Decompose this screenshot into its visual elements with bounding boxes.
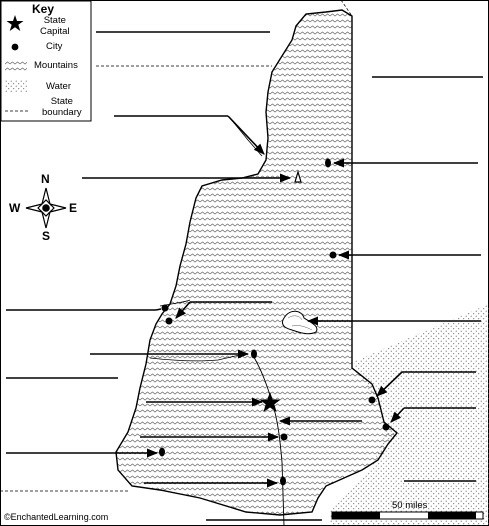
- key-label-mountains: Mountains: [34, 60, 78, 71]
- city-dot: [382, 423, 390, 431]
- label-lines: [6, 31, 483, 521]
- water-pattern-icon: [5, 80, 27, 92]
- pointer-arrow: [227, 115, 265, 155]
- lake-ripple: [287, 315, 313, 331]
- pointer-arrow: [390, 407, 405, 423]
- scale-bar: [331, 511, 484, 520]
- dot-icon: [11, 43, 19, 51]
- state-boundary-northeast: [340, 0, 353, 17]
- pointer-arrow: [155, 308, 162, 311]
- city-dot: [325, 158, 331, 168]
- scale-label: 50 miles: [392, 500, 428, 511]
- key-label-water: Water: [46, 81, 71, 92]
- key-label-state-capital: State Capital: [40, 15, 70, 37]
- ocean-region: [330, 304, 489, 526]
- credit-text: ©EnchantedLearning.com: [4, 512, 109, 522]
- city-dot: [280, 476, 286, 486]
- state-outline: [115, 9, 398, 516]
- river-west: [149, 353, 245, 362]
- map-key: [0, 0, 92, 122]
- pointer-arrow: [376, 371, 403, 397]
- compass-west: W: [9, 201, 21, 215]
- city-dot: [368, 396, 376, 404]
- compass-south: S: [42, 229, 51, 243]
- key-title: Key: [32, 2, 55, 16]
- city-dot: [161, 304, 169, 312]
- state-capital-star-icon: [259, 392, 281, 412]
- compass-north: N: [41, 172, 50, 186]
- star-icon: [6, 15, 24, 31]
- key-label-state-boundary: State boundary: [42, 96, 82, 118]
- key-label-city: City: [46, 41, 63, 52]
- city-dot: [280, 433, 288, 441]
- mount-washington-icon: [294, 169, 302, 183]
- city-dot: [159, 447, 165, 457]
- compass-rose: [25, 187, 67, 229]
- pointer-arrow: [175, 301, 191, 319]
- city-dot: [329, 251, 337, 259]
- city-dot: [165, 317, 173, 325]
- compass-east: E: [69, 201, 78, 215]
- city-dot: [251, 349, 257, 359]
- mountain-pattern-icon: [5, 60, 27, 72]
